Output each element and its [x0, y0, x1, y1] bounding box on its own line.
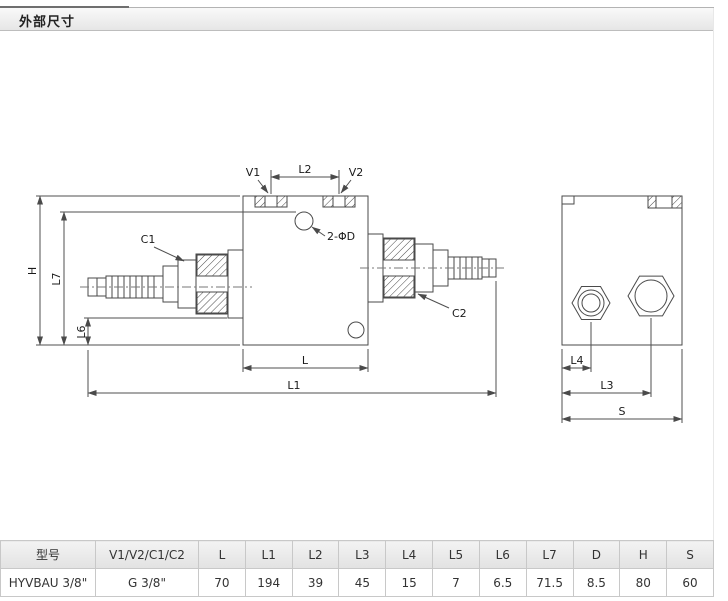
cell-l2: 39 [291, 568, 340, 597]
col-header-l3: L3 [338, 540, 387, 569]
col-header-s: S [666, 540, 714, 569]
label-v2: V2 [349, 166, 364, 179]
cell-model: HYVBAU 3/8" [0, 568, 96, 597]
cell-l6: 6.5 [478, 568, 527, 597]
valve-body [242, 195, 369, 346]
col-header-ports: V1/V2/C1/C2 [95, 540, 199, 569]
label-l3: L3 [600, 379, 613, 392]
pilot-hole [347, 321, 365, 339]
col-header-l7: L7 [525, 540, 574, 569]
label-c1: C1 [141, 233, 156, 246]
cell-d: 8.5 [572, 568, 621, 597]
top-rule [0, 7, 714, 8]
label-v1: V1 [246, 166, 261, 179]
side-view-dimensions: V1 V2 L2 2-ΦD C1 C2 H L7 [26, 163, 497, 397]
cell-l1: 194 [244, 568, 293, 597]
cell-l7: 71.5 [525, 568, 574, 597]
technical-drawing: V1 V2 L2 2-ΦD C1 C2 H L7 [26, 163, 683, 423]
active-tab-underline [0, 6, 129, 8]
port-v2-bore [332, 195, 346, 208]
mount-hole [294, 211, 314, 231]
right-cartridge [367, 233, 497, 303]
table-row: HYVBAU 3/8" G 3/8" 70 194 39 45 15 7 6.5… [0, 568, 714, 597]
label-l1: L1 [287, 379, 300, 392]
end-view-port-bore [655, 195, 673, 209]
port-v1-bore [264, 195, 278, 208]
cell-l3: 45 [338, 568, 387, 597]
col-header-model: 型号 [0, 540, 96, 569]
label-l7: L7 [50, 272, 63, 285]
label-h: H [26, 267, 39, 275]
cell-l: 70 [198, 568, 246, 597]
cell-ports: G 3/8" [95, 568, 199, 597]
table-header-row: 型号 V1/V2/C1/C2 L L1 L2 L3 L4 L5 L6 L7 D … [0, 540, 714, 569]
section-title: 外部尺寸 [19, 15, 76, 30]
col-header-d: D [572, 540, 621, 569]
col-header-l: L [198, 540, 246, 569]
cell-l5: 7 [432, 568, 480, 597]
col-header-l1: L1 [244, 540, 293, 569]
col-header-l6: L6 [478, 540, 527, 569]
label-l: L [302, 354, 309, 367]
end-view-body [561, 195, 683, 346]
left-cartridge [87, 249, 244, 319]
section-header: 外部尺寸 [0, 8, 714, 31]
label-hole-spec: 2-ΦD [327, 230, 355, 243]
content-right-border [713, 8, 714, 540]
cell-s: 60 [666, 568, 714, 597]
label-l4: L4 [570, 354, 583, 367]
end-view-dimensions: L4 L3 S [561, 318, 683, 423]
col-header-l4: L4 [385, 540, 434, 569]
label-c2: C2 [452, 307, 467, 320]
label-s: S [619, 405, 626, 418]
label-l2: L2 [298, 163, 311, 176]
end-view [561, 195, 683, 346]
side-view [80, 195, 504, 346]
dimensions-table: 型号 V1/V2/C1/C2 L L1 L2 L3 L4 L5 L6 L7 D … [0, 540, 714, 597]
label-l6: L6 [75, 325, 88, 338]
corner-notch [561, 195, 575, 205]
col-header-l5: L5 [432, 540, 480, 569]
col-header-h: H [619, 540, 668, 569]
cell-h: 80 [619, 568, 668, 597]
cell-l4: 15 [385, 568, 434, 597]
col-header-l2: L2 [291, 540, 340, 569]
